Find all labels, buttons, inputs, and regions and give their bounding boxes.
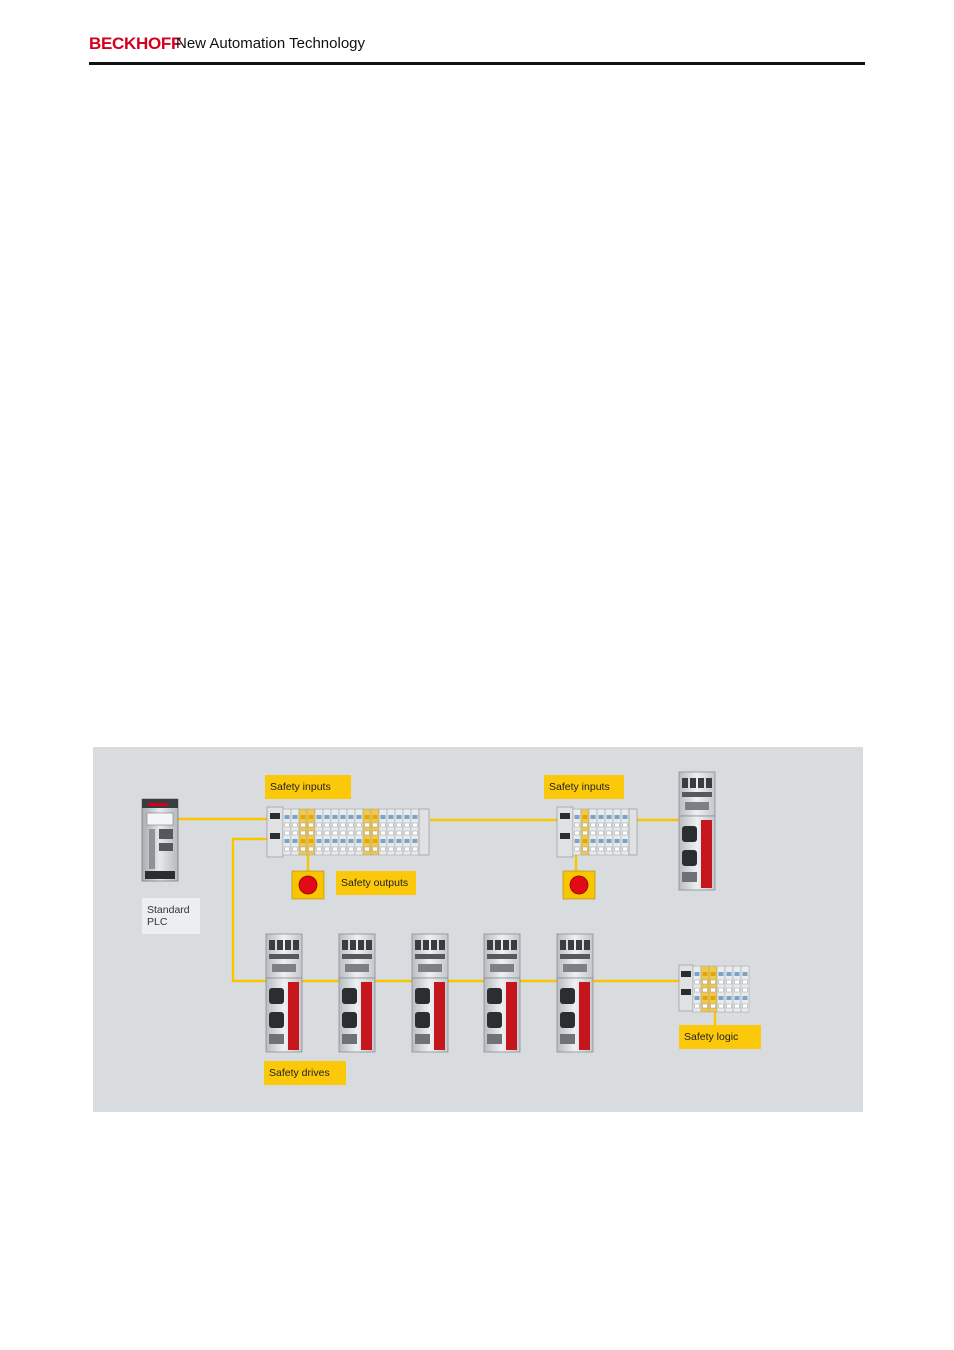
page-header: BECKHOFF New Automation Technology (89, 30, 865, 66)
label-safety-outputs: Safety outputs (336, 871, 416, 895)
label-safety-drives: Safety drives (264, 1061, 346, 1085)
safety-drives-row (265, 933, 594, 1053)
label-standard-plc: Standard PLC (142, 898, 200, 934)
label-safety-inputs-2: Safety inputs (544, 775, 624, 799)
emergency-stop-button-1 (291, 870, 325, 900)
standard-plc-device (141, 798, 179, 882)
label-safety-logic: Safety logic (679, 1025, 761, 1049)
safety-network-diagram: Safety inputs Safety outputs Safety inpu… (93, 747, 863, 1112)
safety-terminal-block-2 (556, 806, 638, 858)
ethercat-bus-lines (163, 817, 717, 1052)
emergency-stop-button-2 (562, 870, 596, 900)
safety-terminal-block-1 (266, 806, 430, 858)
safety-logic-terminals (678, 964, 750, 1013)
header-rule (89, 62, 865, 65)
diagram-graphics (141, 771, 750, 1053)
label-safety-inputs-1: Safety inputs (265, 775, 351, 799)
drive-top-right (678, 771, 716, 891)
tagline: New Automation Technology (176, 35, 366, 52)
beckhoff-logo: BECKHOFF (89, 34, 182, 53)
